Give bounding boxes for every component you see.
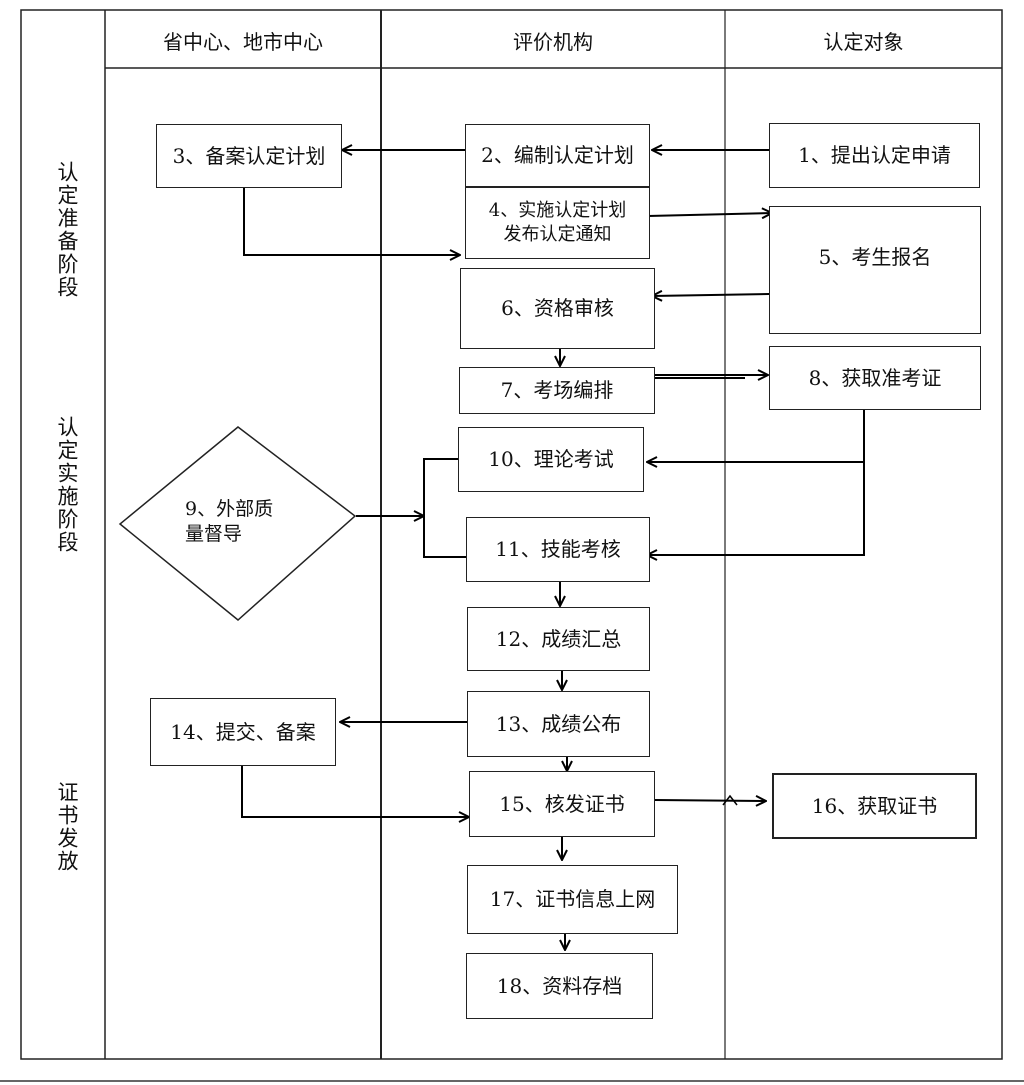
step-18-box: 18、资料存档 xyxy=(466,953,653,1019)
step-9-line2: 量督导 xyxy=(185,523,243,545)
step-9-label: 9、外部质 量督导 xyxy=(185,497,273,547)
step-4-line1: 4、实施认定计划 xyxy=(488,200,627,221)
lane-header-centers: 省中心、地市中心 xyxy=(163,30,323,54)
arrow-5-to-6 xyxy=(652,294,770,296)
arrow-8-to-11 xyxy=(647,462,865,555)
stage-label-cert: 证书发放 xyxy=(55,781,79,873)
lane-header-candidate: 认定对象 xyxy=(823,30,904,54)
step-16-box: 16、获取证书 xyxy=(772,773,977,839)
arrow-3-to-4 xyxy=(243,188,460,255)
arrow-15-to-16-caret xyxy=(722,794,738,806)
step-9-diamond xyxy=(118,426,357,621)
step-8-box: 8、获取准考证 xyxy=(769,346,981,410)
step-3-box: 3、备案认定计划 xyxy=(156,124,342,188)
stage-label-prep: 认定准备阶段 xyxy=(55,161,79,299)
step-5-box: 5、考生报名 xyxy=(769,206,981,334)
step-2-box: 2、编制认定计划 xyxy=(465,124,650,187)
stage-label-impl: 认定实施阶段 xyxy=(55,416,79,554)
step-12-box: 12、成绩汇总 xyxy=(467,607,650,671)
step-4-box: 4、实施认定计划 发布认定通知 xyxy=(465,187,650,259)
step-6-box: 6、资格审核 xyxy=(460,268,655,349)
step-11-box: 11、技能考核 xyxy=(466,517,650,582)
step-7-box: 7、考场编排 xyxy=(459,367,655,414)
outer-frame xyxy=(20,9,1003,1060)
lane-header-institution: 评价机构 xyxy=(513,30,593,54)
step-15-box: 15、核发证书 xyxy=(469,771,655,837)
step-1-box: 1、提出认定申请 xyxy=(769,123,980,188)
arrow-14-to-15 xyxy=(241,766,469,817)
arrow-15-to-16 xyxy=(654,800,766,801)
step-10-box: 10、理论考试 xyxy=(458,427,644,492)
step-13-box: 13、成绩公布 xyxy=(467,691,650,757)
step-14-box: 14、提交、备案 xyxy=(150,698,336,766)
step-4-line2: 发布认定通知 xyxy=(503,224,612,245)
step-17-box: 17、证书信息上网 xyxy=(467,865,678,934)
arrow-8-to-10 xyxy=(647,410,865,462)
arrow-4-to-5 xyxy=(647,213,772,216)
step-9-line1: 9、外部质 xyxy=(185,498,274,520)
exam-bracket xyxy=(423,458,466,558)
